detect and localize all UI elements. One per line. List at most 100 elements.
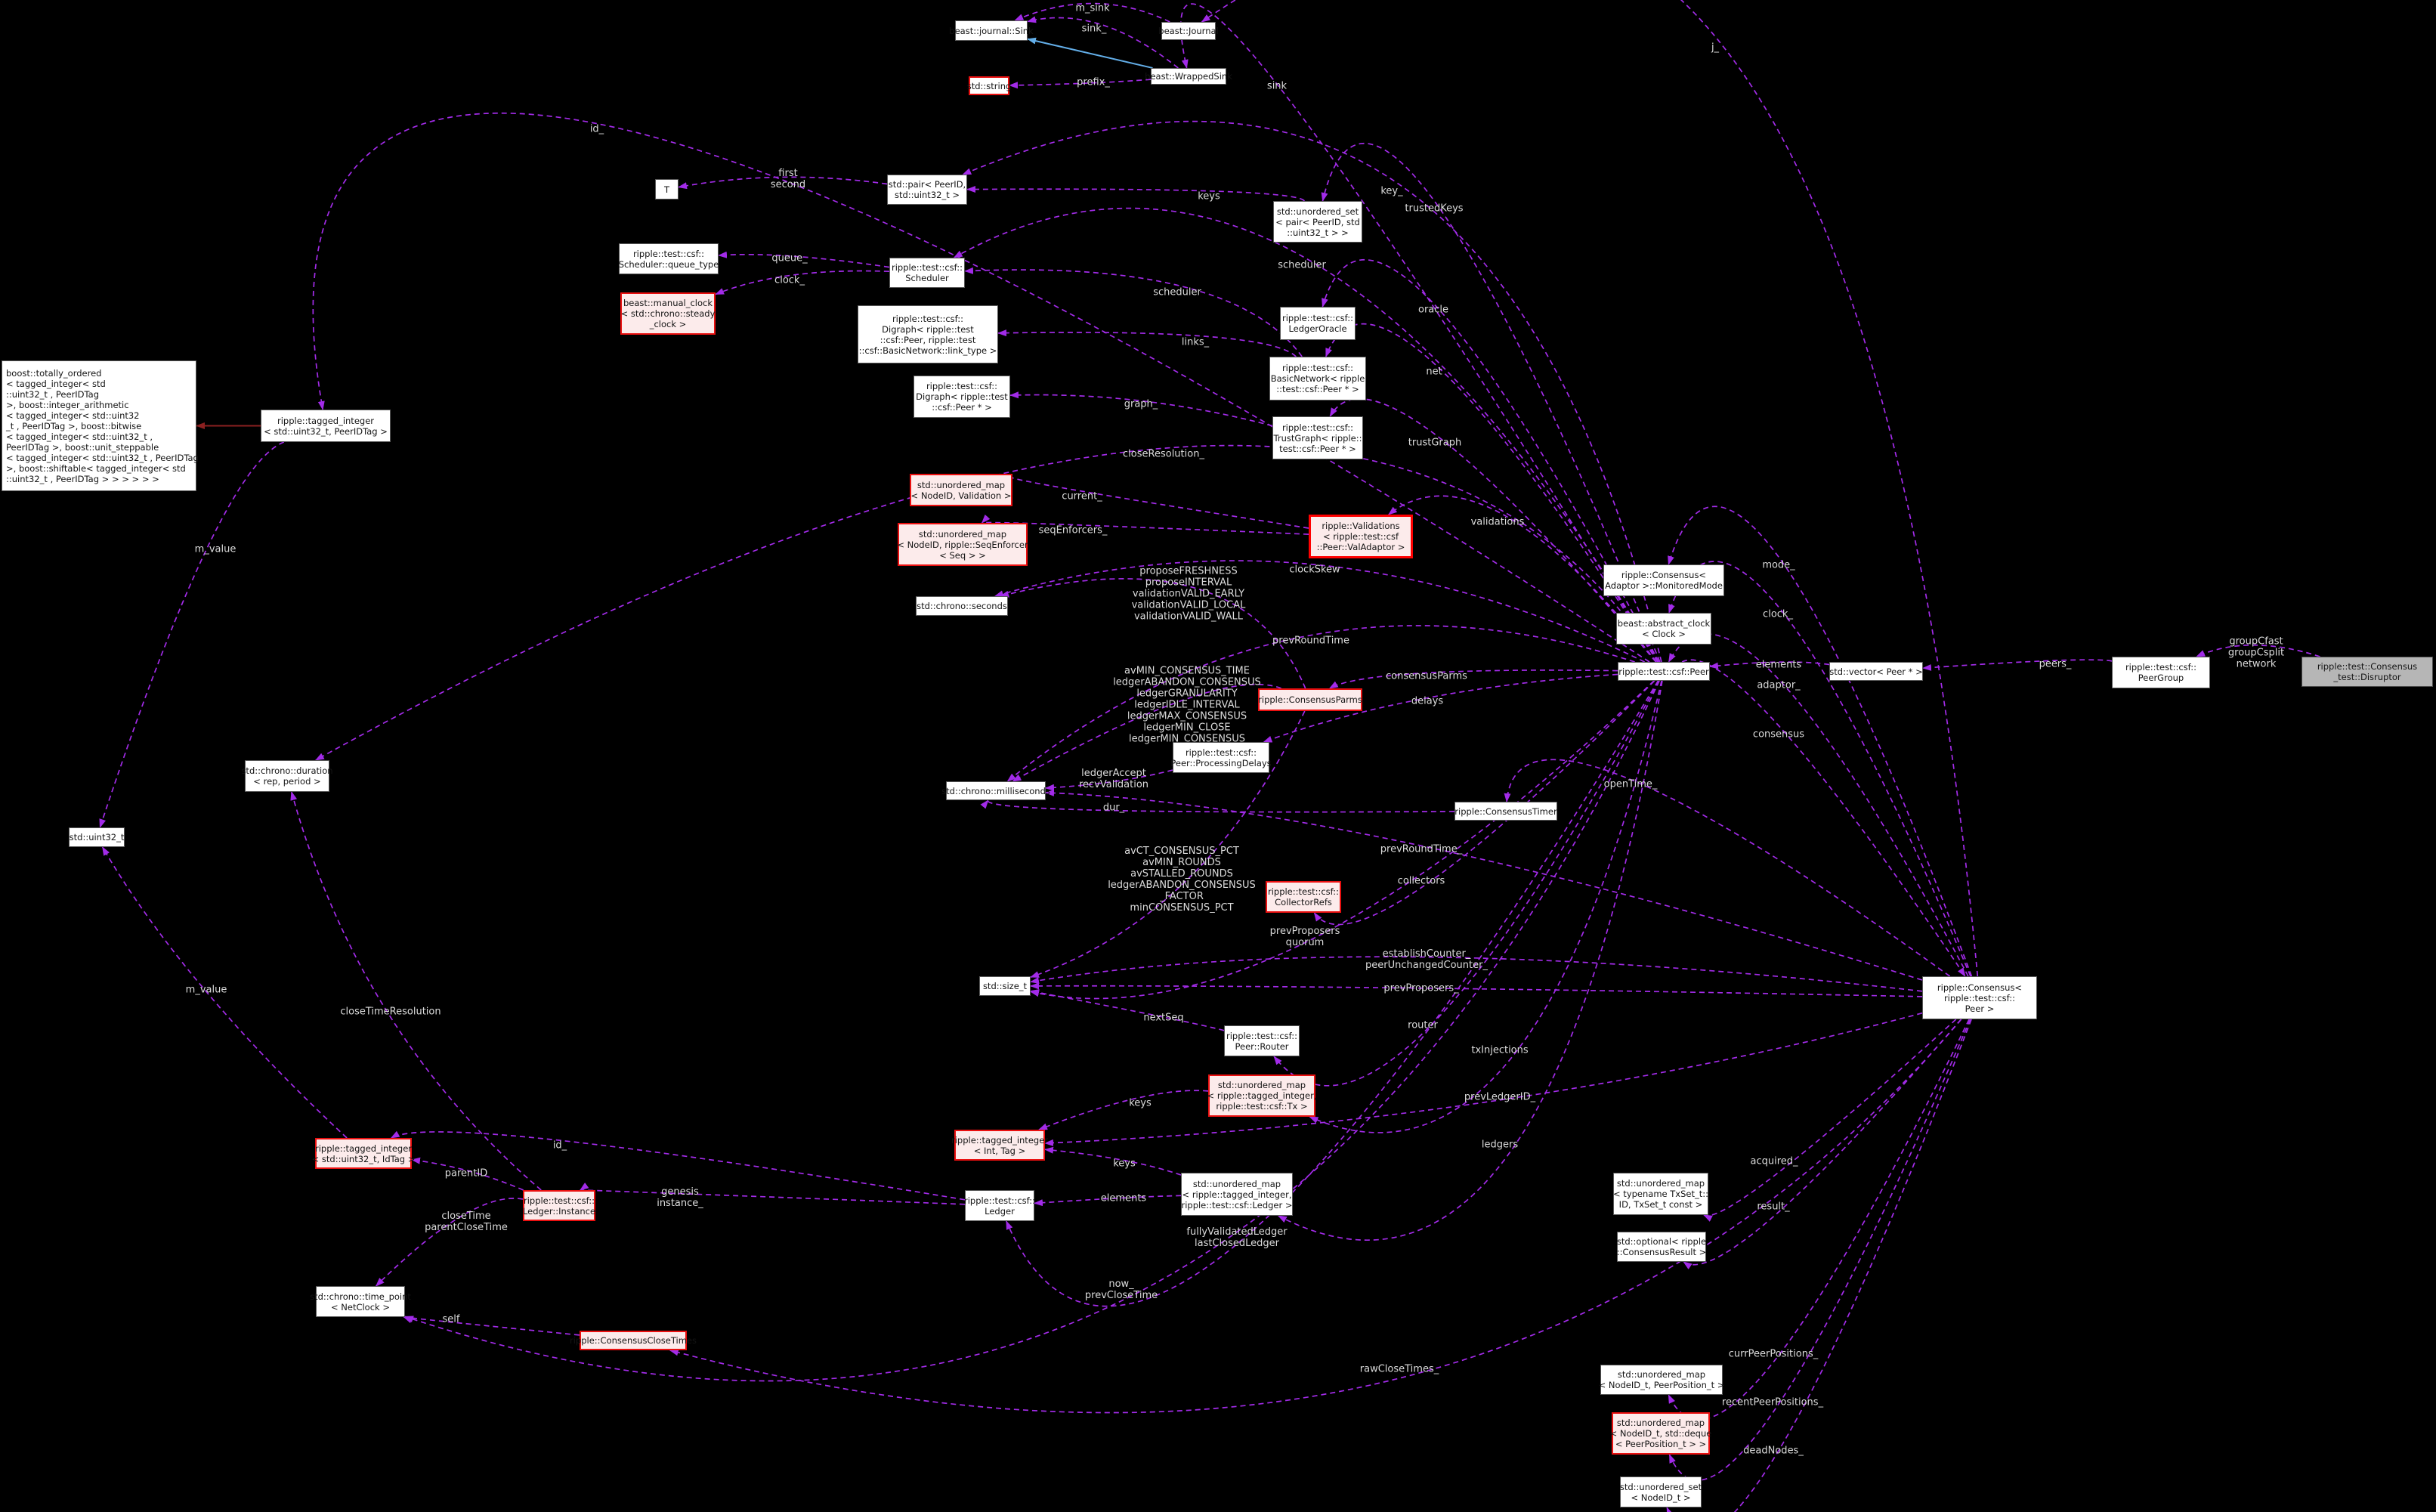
class-node-chrono_seconds[interactable]: std::chrono::seconds: [916, 596, 1008, 616]
class-node-closetimes[interactable]: ripple::ConsensusCloseTimes: [570, 1331, 697, 1350]
edge-tagged_int_id-uint32: [101, 846, 348, 1139]
class-node-label: < Seq > >: [939, 549, 986, 561]
class-node-label: < std::uint32_t, PeerIDTag >: [264, 425, 388, 437]
class-node-label: std::unordered_map: [918, 528, 1007, 540]
class-node-label: LedgerOracle: [1288, 323, 1347, 334]
edge-basicnetwork-digraph_link: [997, 329, 1297, 357]
class-node-journal[interactable]: beast::Journal: [1158, 22, 1219, 40]
class-node-label: std::unordered_map: [1617, 1369, 1706, 1380]
class-node-label: T: [663, 184, 670, 195]
edge-tagged_int_peerid-uint32: [99, 441, 285, 828]
edge-consensus_peer-abstract_clock: [1668, 561, 1971, 977]
class-node-label: _t , PeerIDTag >, boost::bitwise: [6, 420, 142, 431]
class-node-label: std::uint32_t >: [894, 190, 960, 200]
class-node-basicnetwork[interactable]: ripple::test::csf::BasicNetwork< ripple:…: [1269, 357, 1366, 400]
class-node-abstract_clock[interactable]: beast::abstract_clock< Clock >: [1616, 613, 1711, 645]
class-node-tagged_int_tag[interactable]: ripple::tagged_integer< Int, Tag >: [951, 1130, 1048, 1161]
class-node-umap_deque[interactable]: std::unordered_map< NodeID_t, std::deque…: [1610, 1412, 1711, 1455]
class-node-label: Scheduler::queue_type: [618, 258, 719, 270]
edge-consensustimer-milliseconds: [980, 799, 1455, 813]
class-node-queue_type[interactable]: ripple::test::csf::Scheduler::queue_type: [619, 243, 719, 274]
edge-pair-T: [678, 176, 888, 190]
class-node-label: ::uint32_t , PeerIDTag > > > > > >: [6, 473, 159, 484]
class-node-trustgraph[interactable]: ripple::test::csf::TrustGraph< ripple::t…: [1272, 416, 1363, 459]
class-node-pair[interactable]: std::pair< PeerID,std::uint32_t >: [887, 175, 967, 205]
class-node-router[interactable]: ripple::test::csf::Peer::Router: [1224, 1025, 1300, 1056]
class-node-label: std::optional< ripple: [1616, 1236, 1707, 1247]
class-node-label: Ledger::Instance: [522, 1205, 596, 1217]
class-node-umap_peerpos[interactable]: std::unordered_map< NodeID_t, PeerPositi…: [1598, 1365, 1725, 1395]
class-node-stdstring[interactable]: std::string: [967, 76, 1011, 95]
edge-consensus_peer-optional_result: [1683, 1019, 1962, 1269]
edge-consensus_peer-tagged_int_tag: [1044, 1012, 1923, 1146]
class-node-consensus_peer[interactable]: ripple::Consensus<ripple::test::csf::Pee…: [1922, 976, 2037, 1019]
edge-peer-duration: [314, 444, 1659, 761]
class-node-ledgeroracle[interactable]: ripple::test::csf::LedgerOracle: [1280, 307, 1356, 340]
edge-consensusparms-milliseconds: [1012, 683, 1282, 782]
class-node-tagged_int_peerid[interactable]: ripple::tagged_integer< std::uint32_t, P…: [261, 410, 391, 442]
class-node-digraph_peer[interactable]: ripple::test::csf::Digraph< ripple::test…: [914, 376, 1010, 418]
class-node-processingdelays[interactable]: ripple::test::csf::Peer::ProcessingDelay…: [1170, 742, 1272, 773]
class-node-consensusparms[interactable]: ripple::ConsensusParms: [1258, 688, 1362, 711]
class-node-sink[interactable]: beast::journal::Sink: [949, 20, 1034, 41]
class-node-wrappedsink[interactable]: beast::WrappedSink: [1145, 68, 1232, 85]
class-node-label: ripple::test::csf::: [1943, 992, 2016, 1003]
edge-peer-wrappedsink: [1179, 3, 1659, 663]
class-node-consensustimer[interactable]: ripple::ConsensusTimer: [1454, 802, 1557, 821]
class-node-scheduler[interactable]: ripple::test::csf::Scheduler: [889, 258, 965, 288]
edge-consensus_peer-umap_txset: [1703, 1019, 1957, 1222]
class-node-collectorrefs[interactable]: ripple::test::csf::CollectorRefs: [1266, 881, 1341, 913]
class-node-uset_pair[interactable]: std::unordered_set< pair< PeerID, std::u…: [1273, 201, 1362, 243]
edge-consensus_peer-size_t: [1030, 956, 1923, 992]
class-node-label: beast::journal::Sink: [949, 25, 1034, 36]
class-node-label: std::unordered_map: [1192, 1178, 1281, 1189]
class-node-uset_nodeid[interactable]: std::unordered_set< NodeID_t >: [1620, 1476, 1702, 1507]
edge-consensus_peer-closetimes: [669, 1019, 1962, 1414]
class-node-umap_ledger[interactable]: std::unordered_map< ripple::tagged_integ…: [1181, 1173, 1293, 1216]
class-node-label: < NodeID, ripple::SeqEnforcer: [897, 539, 1028, 550]
class-node-peergroup[interactable]: ripple::test::csf::PeerGroup: [2112, 657, 2210, 688]
class-node-label: ripple::test::csf::: [1281, 313, 1354, 323]
class-node-milliseconds[interactable]: std::chrono::milliseconds: [941, 781, 1050, 800]
class-node-peer[interactable]: ripple::test::csf::Peer: [1618, 662, 1710, 681]
class-node-label: >, boost::integer_arithmetic: [6, 399, 129, 410]
class-node-umap_txset[interactable]: std::unordered_map< typename TxSet_t::ID…: [1613, 1173, 1708, 1215]
class-node-ledger[interactable]: ripple::test::csf::Ledger: [964, 1190, 1035, 1221]
class-node-vector_peer[interactable]: std::vector< Peer * >: [1829, 662, 1923, 681]
class-node-tagged_int_id[interactable]: ripple::tagged_integer< std::uint32_t, I…: [312, 1138, 415, 1169]
class-node-label: std::pair< PeerID,: [888, 179, 966, 190]
class-node-duration[interactable]: std::chrono::duration< rep, period >: [241, 760, 333, 792]
class-node-label: ripple::test::csf::: [926, 381, 998, 391]
class-node-digraph_link[interactable]: ripple::test::csf::Digraph< ripple::test…: [858, 305, 998, 363]
class-node-label: ::ConsensusResult >: [1616, 1247, 1707, 1257]
class-node-T[interactable]: T: [655, 179, 679, 199]
edge-trustgraph-digraph_peer: [1009, 391, 1273, 427]
class-node-monitoredmode[interactable]: ripple::Consensus<Adaptor >::MonitoredMo…: [1603, 564, 1724, 596]
class-node-umap_validation[interactable]: std::unordered_map< NodeID, Validation >: [910, 474, 1012, 506]
class-node-label: < tagged_integer< std::uint32_t , PeerID…: [6, 452, 199, 463]
class-node-label: ::Peer::ValAdaptor >: [1316, 542, 1405, 552]
edge-ledger_instance-duration: [290, 791, 542, 1191]
edge-wrappedsink-sink: [1027, 37, 1153, 69]
class-node-validations[interactable]: ripple::Validations< ripple::test::csf::…: [1309, 515, 1413, 558]
class-node-ledger_instance[interactable]: ripple::test::csf::Ledger::Instance: [523, 1190, 595, 1221]
edge-wrappedsink-sink: [1027, 16, 1179, 69]
class-node-time_point[interactable]: std::chrono::time_point< NetClock >: [310, 1286, 411, 1317]
class-node-label: Peer::ProcessingDelays: [1170, 757, 1272, 768]
class-node-label: ID, TxSet_t const >: [1618, 1199, 1703, 1210]
class-node-label: boost::totally_ordered: [6, 367, 102, 379]
class-node-manual_clock[interactable]: beast::manual_clock< std::chrono::steady…: [620, 292, 716, 335]
edge-umap_tx-tagged_int_tag: [1038, 1090, 1209, 1130]
class-node-label: std::chrono::seconds: [917, 601, 1007, 611]
class-node-boost_box[interactable]: boost::totally_ordered< tagged_integer< …: [2, 360, 199, 491]
class-node-optional_result[interactable]: std::optional< ripple::ConsensusResult >: [1617, 1232, 1706, 1262]
class-node-uint32[interactable]: std::uint32_t: [69, 827, 125, 847]
class-node-label: ripple::test::csf::: [1226, 1030, 1298, 1041]
class-node-size_t[interactable]: std::size_t: [979, 976, 1031, 996]
class-node-umap_tx[interactable]: std::unordered_map< ripple::tagged_integ…: [1207, 1074, 1316, 1117]
class-node-disruptor[interactable]: ripple::test::Consensus_test::Disruptor: [2302, 657, 2433, 687]
class-node-umap_seqenforcer[interactable]: std::unordered_map< NodeID, ripple::SeqE…: [897, 523, 1028, 566]
class-node-label: < NodeID_t, PeerPosition_t >: [1598, 1380, 1725, 1390]
edge-consensus_peer-peer: [1668, 633, 1969, 977]
